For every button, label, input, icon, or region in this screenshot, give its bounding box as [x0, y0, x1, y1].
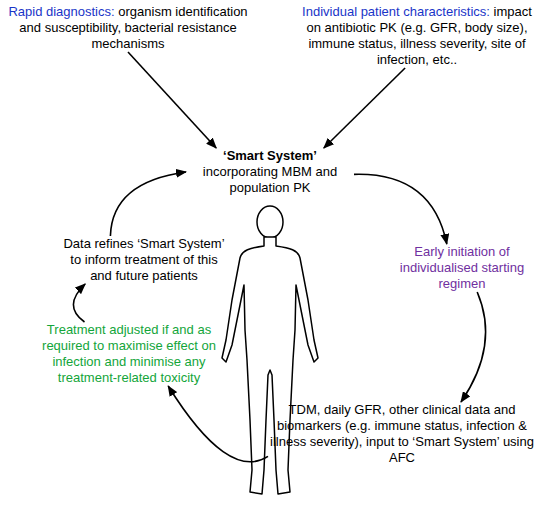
node-body: Treatment adjusted if and as required to…: [42, 322, 216, 385]
flow-arrow: [354, 174, 447, 244]
cycle-step-text: Early initiation of individualised start…: [386, 244, 538, 292]
system-text: ‘Smart System’incorporating MBM and popu…: [186, 148, 354, 196]
cycle-step-text: Treatment adjusted if and as required to…: [40, 322, 218, 386]
figure-head: [257, 206, 283, 238]
node-heading: Rapid diagnostics:: [8, 4, 114, 19]
node-body: Data refines ‘Smart System’ to inform tr…: [63, 236, 224, 283]
cycle-step-text: Data refines ‘Smart System’ to inform tr…: [60, 236, 228, 284]
flow-arrow: [461, 292, 486, 402]
figure-body: [222, 237, 318, 494]
flow-arrow: [128, 52, 216, 148]
node-heading: Individual patient characteristics:: [302, 4, 490, 19]
node-body: incorporating MBM and population PK: [203, 164, 337, 195]
input-text: Rapid diagnostics:organism identificatio…: [8, 4, 248, 52]
flow-arrow: [324, 68, 405, 148]
node-body: Early initiation of individualised start…: [400, 244, 524, 291]
flow-arrow: [73, 284, 85, 322]
node-heading: ‘Smart System’: [186, 148, 354, 164]
flow-arrow: [168, 386, 268, 462]
cycle-step-text: TDM, daily GFR, other clinical data and …: [268, 402, 536, 466]
input-text: Individual patient characteristics:impac…: [298, 4, 536, 68]
node-body: TDM, daily GFR, other clinical data and …: [270, 402, 534, 465]
flow-arrow: [110, 172, 186, 236]
